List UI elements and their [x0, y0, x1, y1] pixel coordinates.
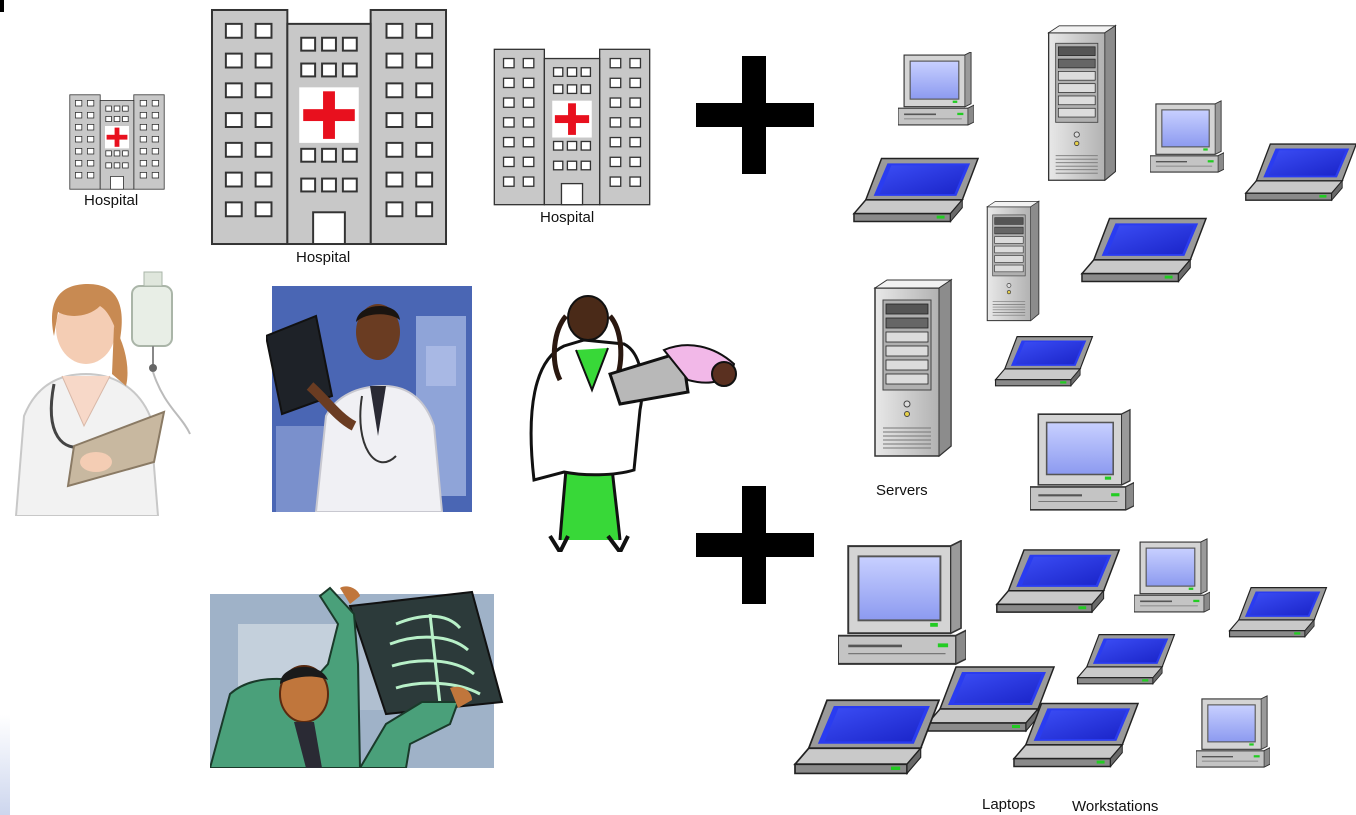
laptops-label: Laptops — [982, 796, 1036, 813]
workstation-icon — [1150, 100, 1224, 173]
hospital-medium-label: Hospital — [540, 209, 595, 226]
server-icon — [1047, 25, 1117, 181]
doctor-baby-clipart-image — [529, 295, 737, 552]
hospital-large-icon — [210, 8, 448, 246]
workstations-label: Workstations — [1072, 798, 1159, 815]
workstation-icon — [1196, 695, 1270, 768]
laptop-icon — [994, 336, 1094, 387]
server-icon — [986, 200, 1040, 322]
hospital-medium-icon — [493, 48, 651, 206]
server-icon — [874, 279, 952, 457]
slide-edge-gradient — [0, 715, 10, 815]
hospital-small-icon — [69, 94, 165, 190]
plus-icon-bottom — [696, 486, 814, 604]
servers-label: Servers — [876, 482, 928, 499]
workstation-icon — [838, 540, 966, 666]
slide-edge-mark — [0, 0, 4, 12]
hospital-small-label: Hospital — [84, 192, 139, 209]
doctor-xray-clipart-image — [266, 286, 472, 512]
workstation-icon — [1134, 538, 1210, 613]
nurse-clipart-image — [14, 271, 191, 516]
plus-icon-top — [696, 56, 814, 174]
workstation-icon — [1030, 408, 1134, 511]
laptop-icon — [1076, 634, 1176, 685]
laptop-icon — [1081, 217, 1207, 283]
laptop-icon — [1013, 702, 1139, 768]
hospital-large-label: Hospital — [296, 249, 351, 266]
mainframe-icon — [1232, 224, 1316, 334]
mainframe-icon — [1210, 378, 1310, 506]
laptop-icon — [794, 699, 940, 775]
workstation-icon — [898, 52, 974, 126]
laptop-icon — [996, 549, 1120, 613]
laptop-icon — [853, 157, 979, 223]
laptop-icon — [1228, 587, 1328, 638]
laptop-icon — [1245, 143, 1356, 201]
man-xray-clipart-image — [210, 586, 504, 768]
